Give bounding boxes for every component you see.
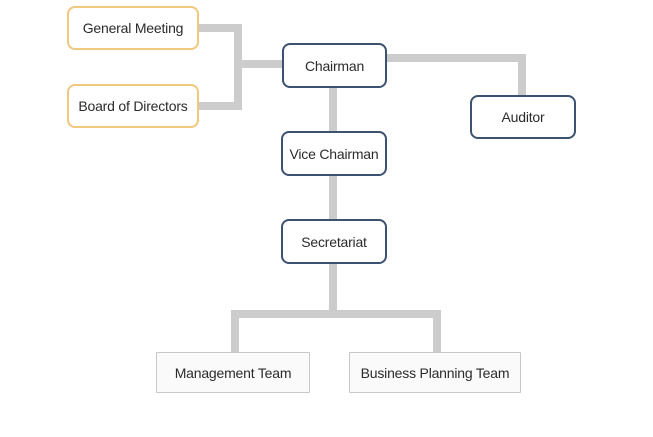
chairman-auditor-connector xyxy=(386,54,526,96)
vice-chairman-box: Vice Chairman xyxy=(281,131,387,176)
chairman-label: Chairman xyxy=(304,57,365,74)
management-team-box: Management Team xyxy=(156,352,310,393)
business-planning-team-box: Business Planning Team xyxy=(349,352,521,393)
business-planning-team-label: Business Planning Team xyxy=(360,364,510,381)
board-of-directors-box: Board of Directors xyxy=(67,84,199,128)
general-meeting-connector xyxy=(198,24,242,64)
auditor-label: Auditor xyxy=(501,109,545,125)
chairman-box: Chairman xyxy=(282,43,387,88)
auditor-box: Auditor xyxy=(470,95,576,139)
board-of-directors-label: Board of Directors xyxy=(78,98,188,114)
board-connector xyxy=(198,64,242,110)
secretariat-box: Secretariat xyxy=(281,219,387,264)
general-meeting-label: General Meeting xyxy=(82,20,184,36)
management-team-label: Management Team xyxy=(174,364,292,381)
vice-chairman-label: Vice Chairman xyxy=(289,145,379,162)
secretariat-label: Secretariat xyxy=(301,233,367,250)
teams-branch-connector xyxy=(231,310,441,353)
general-meeting-box: General Meeting xyxy=(67,6,199,50)
